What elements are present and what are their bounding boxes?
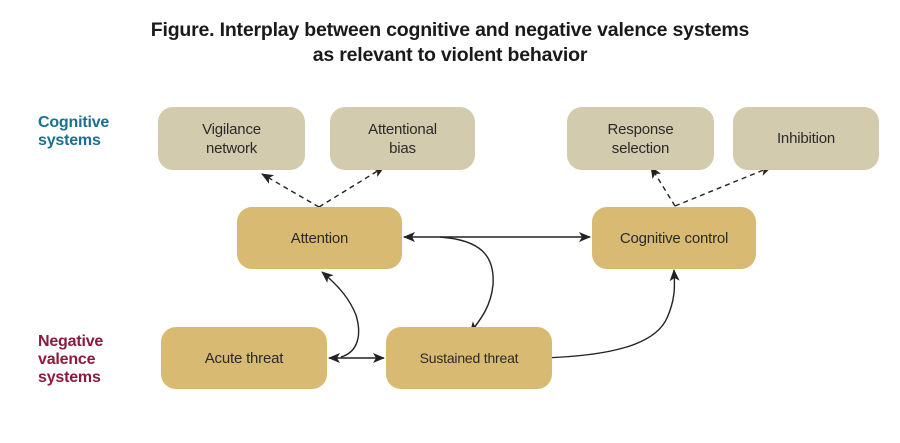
- node-label: Acute threat: [204, 349, 284, 367]
- node-label: Response selection: [607, 120, 674, 157]
- edge-cogcontrol-to-response-selection: [650, 166, 676, 207]
- node-label: Inhibition: [776, 130, 836, 147]
- negative-valence-systems-text: Negative valence systems: [38, 333, 104, 386]
- node-label: Vigilance network: [202, 120, 261, 157]
- negative-valence-systems-label: Negative valence systems: [38, 333, 103, 387]
- node-response-selection: Response selection: [567, 107, 714, 170]
- cognitive-systems-text: Cognitive systems: [38, 114, 110, 149]
- edge-attention-sustained-threat: [439, 236, 494, 334]
- edge-cogcontrol-to-inhibition: [674, 166, 772, 207]
- figure-title: Figure. Interplay between cognitive and …: [0, 18, 900, 68]
- edge-sustained-threat-cognitive-control: [540, 269, 680, 363]
- node-cognitive-control: Cognitive control: [592, 207, 756, 269]
- cognitive-systems-label: Cognitive systems: [38, 114, 109, 150]
- node-sustained-threat: Sustained threat: [386, 327, 552, 389]
- node-label: Sustained threat: [419, 349, 519, 366]
- node-attentional-bias: Attentional bias: [330, 107, 475, 170]
- edge-acute-threat-attention: [321, 271, 360, 358]
- node-attention: Attention: [237, 207, 402, 269]
- edge-attention-to-attentional-bias: [318, 166, 385, 208]
- node-vigilance-network: Vigilance network: [158, 107, 305, 170]
- title-line-2: as relevant to violent behavior: [312, 44, 588, 66]
- node-label: Attention: [290, 229, 349, 247]
- node-label: Cognitive control: [619, 229, 729, 247]
- node-label: Attentional bias: [368, 120, 437, 157]
- edge-attention-to-vigilance: [261, 173, 320, 208]
- title-line-1: Figure. Interplay between cognitive and …: [150, 19, 750, 41]
- node-acute-threat: Acute threat: [161, 327, 327, 389]
- node-inhibition: Inhibition: [733, 107, 879, 170]
